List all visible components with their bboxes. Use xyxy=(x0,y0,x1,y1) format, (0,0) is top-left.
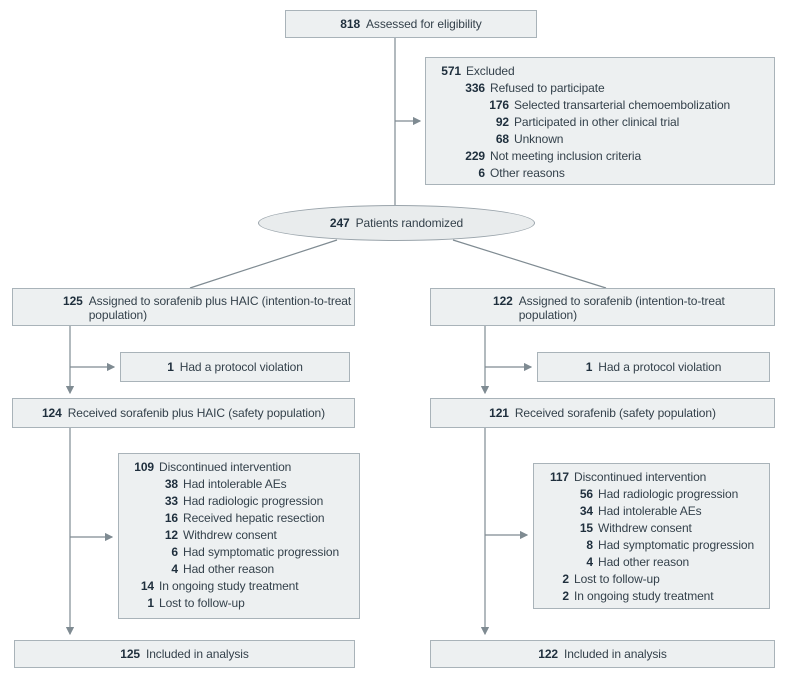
excluded-row: 6 Other reasons xyxy=(478,166,565,180)
sorafenib-analysis-box: 122 Included in analysis xyxy=(430,640,775,668)
sorafenib-safety-box: 121 Received sorafenib (safety populatio… xyxy=(430,398,775,428)
sorafenib-assigned-box: 122 Assigned to sorafenib (intention-to-… xyxy=(430,288,775,326)
sorafenib-discontinued-box: 117 Discontinued intervention 56 Had rad… xyxy=(533,463,770,609)
haic-protocol-violation-box: 1 Had a protocol violation xyxy=(120,352,350,382)
excluded-row: 229 Not meeting inclusion criteria xyxy=(465,149,642,163)
assessed-label: Assessed for eligibility xyxy=(366,17,482,31)
excluded-row: 176 Selected transarterial chemoemboliza… xyxy=(489,98,731,112)
haic-analysis-box: 125 Included in analysis xyxy=(14,640,355,668)
randomized-ellipse: 247 Patients randomized xyxy=(258,205,535,241)
assessed-count: 818 xyxy=(340,17,361,31)
assessed-box: 818 Assessed for eligibility xyxy=(285,10,537,38)
excluded-row: 571 Excluded xyxy=(441,64,515,78)
excluded-row: 92 Participated in other clinical trial xyxy=(495,115,680,129)
sorafenib-protocol-violation-box: 1 Had a protocol violation xyxy=(537,352,770,382)
excluded-row: 68 Unknown xyxy=(495,132,564,146)
haic-safety-box: 124 Received sorafenib plus HAIC (safety… xyxy=(12,398,355,428)
excluded-box: 571 Excluded 336 Refused to participate … xyxy=(425,57,775,185)
randomized-count: 247 xyxy=(329,216,350,230)
haic-discontinued-box: 109 Discontinued intervention 38 Had int… xyxy=(118,453,360,619)
excluded-row: 336 Refused to participate xyxy=(465,81,605,95)
haic-assigned-box: 125 Assigned to sorafenib plus HAIC (int… xyxy=(12,288,355,326)
randomized-label: Patients randomized xyxy=(355,216,464,230)
